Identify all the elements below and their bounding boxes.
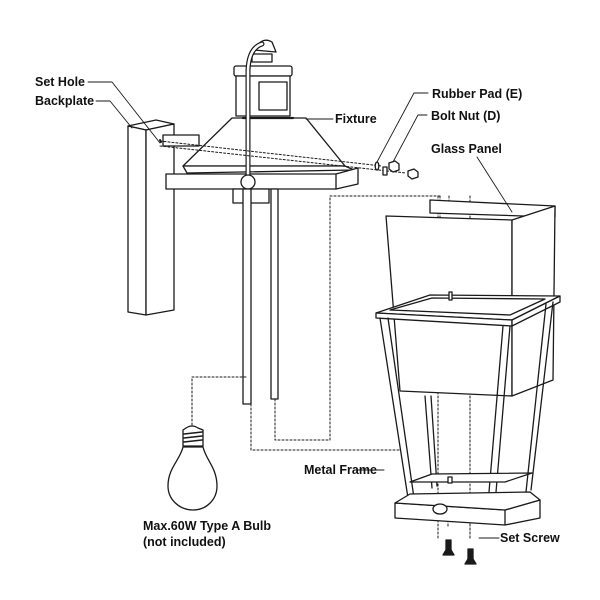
label-bulb-note: (not included): [143, 535, 226, 549]
label-set-screw: Set Screw: [500, 531, 560, 545]
label-set-hole: Set Hole: [35, 75, 86, 89]
bulb-drawing: [167, 425, 218, 511]
label-rubber-pad: Rubber Pad (E): [432, 87, 523, 101]
label-fixture: Fixture: [335, 112, 377, 126]
label-glass-panel: Glass Panel: [431, 142, 502, 156]
label-metal-frame: Metal Frame: [304, 463, 377, 477]
label-backplate: Backplate: [35, 94, 95, 108]
fixture-drawing: [165, 39, 359, 405]
backplate-drawing: [127, 119, 175, 316]
label-bulb-spec: Max.60W Type A Bulb: [143, 519, 272, 533]
label-bolt-nut: Bolt Nut (D): [431, 109, 501, 123]
leader-lines: [87, 81, 513, 539]
metal-frame-drawing: [375, 291, 561, 526]
set-screw-drawing: [442, 539, 477, 565]
mounting-arm: [162, 134, 200, 147]
hardware-drawing: [374, 160, 419, 180]
